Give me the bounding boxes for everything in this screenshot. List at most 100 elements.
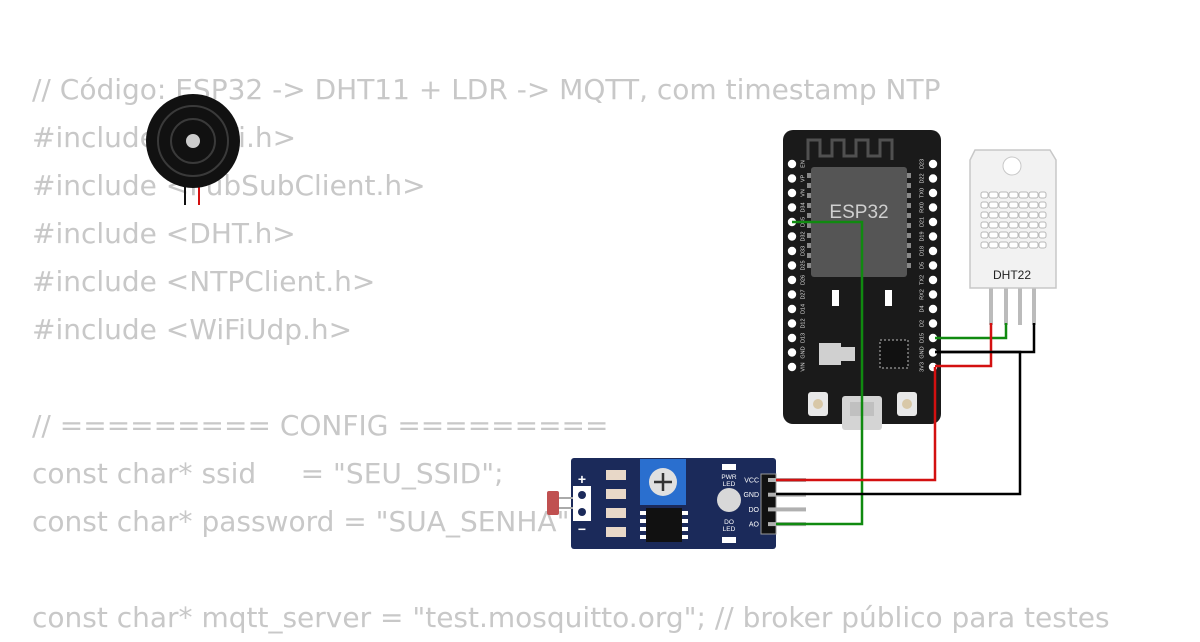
code-line: const char* ssid = "SEU_SSID"; <box>32 457 504 490</box>
ic-leg <box>640 535 646 539</box>
chip-pad <box>807 193 811 198</box>
esp32-pin-label: D19 <box>919 231 925 241</box>
esp32-pin[interactable] <box>787 304 797 314</box>
esp32-pin[interactable] <box>787 159 797 169</box>
esp32-pin-label: VN <box>800 189 806 197</box>
esp32-pin-label: D4 <box>919 305 925 312</box>
esp32-pin-label: D13 <box>800 333 806 343</box>
chip-pad <box>907 223 911 228</box>
ic-leg <box>682 527 688 531</box>
esp32-pin[interactable] <box>928 188 938 198</box>
plus-mark: + <box>578 471 586 487</box>
esp32-pin[interactable] <box>928 203 938 212</box>
esp32-pin-label: VIN <box>800 362 806 371</box>
dht22-label: DHT22 <box>993 268 1031 282</box>
esp32-pin[interactable] <box>787 246 797 256</box>
esp32-pin[interactable] <box>787 174 797 183</box>
esp32-pin[interactable] <box>787 319 797 328</box>
code-line: const char* password = "SUA_SENHA"; <box>32 505 579 538</box>
dht22-vent <box>988 221 999 229</box>
esp32-pin[interactable] <box>928 232 938 241</box>
wire-dht-vcc[interactable] <box>935 323 993 368</box>
esp32-pin-label: D26 <box>800 275 806 285</box>
do-led-label-2: LED <box>723 526 736 533</box>
esp32-pin-label: D12 <box>800 318 806 328</box>
wire-ao-d32[interactable] <box>776 220 864 526</box>
chip-pad <box>907 243 911 248</box>
esp32-pin-label: RX2 <box>919 289 925 300</box>
antenna-trace <box>806 138 894 160</box>
wire-dht-data[interactable] <box>935 323 1008 340</box>
dht22-vent <box>980 211 989 219</box>
dht22-vent <box>1028 221 1039 229</box>
dht22-vent <box>1038 221 1047 229</box>
esp32-pin[interactable] <box>928 174 938 183</box>
esp32-pin[interactable] <box>787 348 797 357</box>
ldr-pin-label: DO <box>749 507 760 514</box>
esp32-pin[interactable] <box>787 188 797 198</box>
wires <box>776 220 1036 526</box>
esp32-pin[interactable] <box>787 362 797 372</box>
buzzer[interactable] <box>146 94 240 205</box>
esp32-pin-label: D18 <box>919 246 925 256</box>
chip-pad <box>807 203 811 208</box>
esp32-pin[interactable] <box>928 261 938 270</box>
code-line: #include <PubSubClient.h> <box>32 169 426 202</box>
esp32-pin[interactable] <box>928 275 938 285</box>
esp32-pin[interactable] <box>787 232 797 241</box>
esp32-pin[interactable] <box>787 203 797 212</box>
esp32-pin[interactable] <box>928 333 938 343</box>
dht22-vent <box>998 231 1009 239</box>
chip-pad <box>907 173 911 178</box>
esp32-pin[interactable] <box>928 246 938 256</box>
esp32-pin[interactable] <box>787 261 797 270</box>
code-line: const char* mqtt_server = "test.mosquitt… <box>32 601 1110 634</box>
dht22-sensor[interactable]: DHT22 <box>969 149 1057 325</box>
esp32-pin-label: D32 <box>800 231 806 241</box>
ic-leg <box>682 511 688 515</box>
esp32-pin[interactable] <box>928 348 938 357</box>
comparator-ic <box>646 508 682 542</box>
dht22-vent <box>1018 231 1029 239</box>
esp32-pin-label: D14 <box>800 304 806 314</box>
dht22-vent <box>1038 201 1047 209</box>
esp32-pin[interactable] <box>787 333 797 343</box>
chip-pad <box>807 223 811 228</box>
dht22-vent <box>1018 191 1029 199</box>
esp32-pin[interactable] <box>787 290 797 299</box>
dht22-vent <box>988 231 999 239</box>
ldr-header <box>760 473 777 535</box>
dht22-vent <box>1008 191 1019 199</box>
dht22-vent <box>988 211 999 219</box>
dht22-vent <box>998 201 1009 209</box>
dht22-vent <box>1018 201 1029 209</box>
esp32-pin-label: TX0 <box>919 188 925 198</box>
esp32-pin[interactable] <box>928 159 938 169</box>
chip-pad <box>807 263 811 268</box>
ldr-terminal <box>573 486 591 521</box>
wire-ldr-vcc[interactable] <box>776 367 937 482</box>
dht22-vent <box>988 201 999 209</box>
chip-pad <box>907 263 911 268</box>
esp32-pin[interactable] <box>928 217 938 227</box>
esp32-pin-label: D2 <box>919 320 925 327</box>
esp32-pin[interactable] <box>928 290 938 299</box>
esp32-pin[interactable] <box>928 304 938 314</box>
chip-pad <box>807 183 811 188</box>
esp32-pin[interactable] <box>928 319 938 328</box>
wire-dht-gnd[interactable] <box>935 323 1036 354</box>
dht22-vent <box>1038 231 1047 239</box>
esp32-pin-label: GND <box>800 346 806 358</box>
esp32-pin[interactable] <box>787 275 797 285</box>
ic-leg <box>640 511 646 515</box>
esp32-pin-label: D25 <box>800 260 806 270</box>
ic-leg <box>682 535 688 539</box>
dht22-vent <box>1008 211 1019 219</box>
ldr-header-pin[interactable] <box>768 507 806 512</box>
chip-pad <box>907 183 911 188</box>
dht22-vent <box>1018 241 1029 249</box>
photoresistor <box>547 491 559 515</box>
dht22-vent <box>1008 201 1019 209</box>
dht22-vent <box>980 201 989 209</box>
